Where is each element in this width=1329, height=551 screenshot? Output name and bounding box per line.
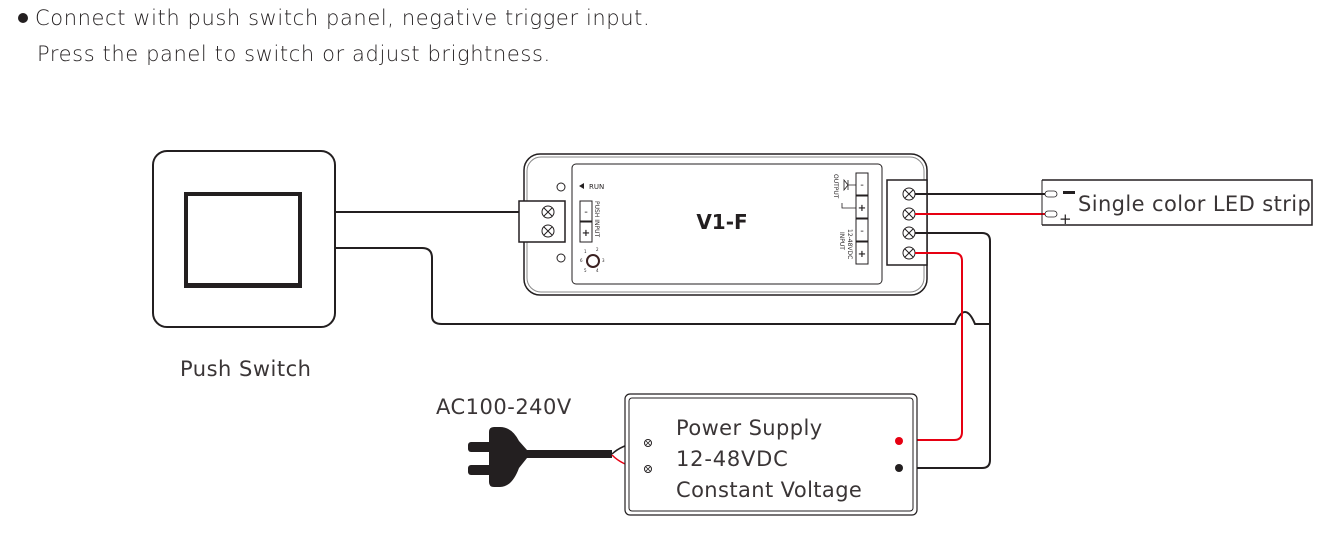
input-minus-box xyxy=(855,218,869,242)
instruction-line-2: Press the panel to switch or adjust brig… xyxy=(37,42,551,66)
dial-marks: 1 2 3 4 5 6 xyxy=(580,247,605,273)
dc-negative-terminal xyxy=(895,464,903,472)
input-voltage-label: 12-48VDC xyxy=(846,229,853,259)
controller-label-panel xyxy=(571,163,883,285)
input-label: INPUT xyxy=(838,232,845,250)
output-led-symbol-wire xyxy=(841,184,856,209)
input-plus-sign: + xyxy=(858,249,866,260)
push-switch-label: Push Switch xyxy=(180,357,311,381)
bullet-icon xyxy=(18,13,28,23)
led-strip-minus-mark xyxy=(1063,191,1075,194)
terminal-screw-icon xyxy=(902,226,916,240)
ac-terminal-screw-icon xyxy=(644,465,652,473)
terminal-screw-icon xyxy=(902,246,916,260)
dial-mark: 6 xyxy=(580,258,583,263)
push-plus-sign: + xyxy=(582,228,590,239)
power-supply-line3: Constant Voltage xyxy=(676,478,862,502)
output-plus-box xyxy=(855,195,869,219)
ac-plug-icon xyxy=(468,427,612,487)
output-minus-sign: - xyxy=(860,180,864,191)
led-strip-plus-mark: + xyxy=(1059,210,1072,228)
wire-switch-to-power-negative xyxy=(335,247,990,325)
dial-mark: 4 xyxy=(596,268,599,273)
push-plus-box xyxy=(579,221,593,243)
run-label: RUN xyxy=(589,183,604,191)
push-input-label: PUSH INPUT xyxy=(593,201,600,238)
output-plus-sign: + xyxy=(858,203,866,214)
push-switch xyxy=(152,150,336,328)
controller-model: V1-F xyxy=(696,210,747,234)
terminal-screw-icon xyxy=(902,207,916,221)
power-supply-outer xyxy=(624,393,918,516)
led-strip-pad-negative xyxy=(1044,190,1058,198)
dial-mark: 5 xyxy=(584,268,587,273)
run-indicator-icon xyxy=(579,183,584,189)
led-strip-frame xyxy=(1042,179,1313,226)
instruction-line-1: Connect with push switch panel, negative… xyxy=(18,6,650,30)
led-strip-pad-positive xyxy=(1044,210,1058,218)
wire-input-negative xyxy=(900,232,991,469)
dial-mark: 3 xyxy=(602,258,605,263)
dial-mark: 2 xyxy=(596,247,599,252)
terminal-screw-icon xyxy=(902,187,916,201)
power-supply-line2: 12-48VDC xyxy=(676,447,789,471)
push-switch-frame xyxy=(152,150,336,328)
dc-positive-terminal xyxy=(895,437,903,445)
output-label: OUTPUT xyxy=(832,174,839,199)
led-strip: + Single color LED strip xyxy=(1041,179,1313,228)
push-minus-sign: - xyxy=(584,207,588,218)
input-minus-sign: - xyxy=(860,226,864,237)
terminal-screw-icon xyxy=(541,205,555,219)
push-input-terminal-block xyxy=(518,200,566,243)
brightness-dial-icon[interactable] xyxy=(586,254,600,268)
led-symbol-icon xyxy=(843,178,849,192)
terminal-screw-icon xyxy=(541,224,555,238)
instruction-text-1: Connect with push switch panel, negative… xyxy=(35,6,651,30)
mount-hole-top xyxy=(556,182,566,192)
power-supply-line1: Power Supply xyxy=(676,416,823,440)
output-minus-box xyxy=(855,172,869,196)
dial-mark: 1 xyxy=(584,249,587,254)
ac-voltage-label: AC100-240V xyxy=(436,395,572,419)
controller-v1-f: RUN - + PUSH INPUT 1 2 3 4 5 6 V1-F - xyxy=(518,153,928,296)
input-plus-box xyxy=(855,241,869,265)
mount-hole-bottom xyxy=(556,253,566,263)
push-switch-panel-base xyxy=(185,283,302,288)
wire-input-positive xyxy=(900,252,963,441)
push-switch-panel xyxy=(184,192,302,288)
ac-terminal-screw-icon xyxy=(644,439,652,447)
led-strip-label: Single color LED strip xyxy=(1078,192,1311,216)
power-supply: Power Supply 12-48VDC Constant Voltage xyxy=(624,393,918,516)
push-minus-box xyxy=(579,200,593,222)
power-supply-inner xyxy=(628,397,914,512)
